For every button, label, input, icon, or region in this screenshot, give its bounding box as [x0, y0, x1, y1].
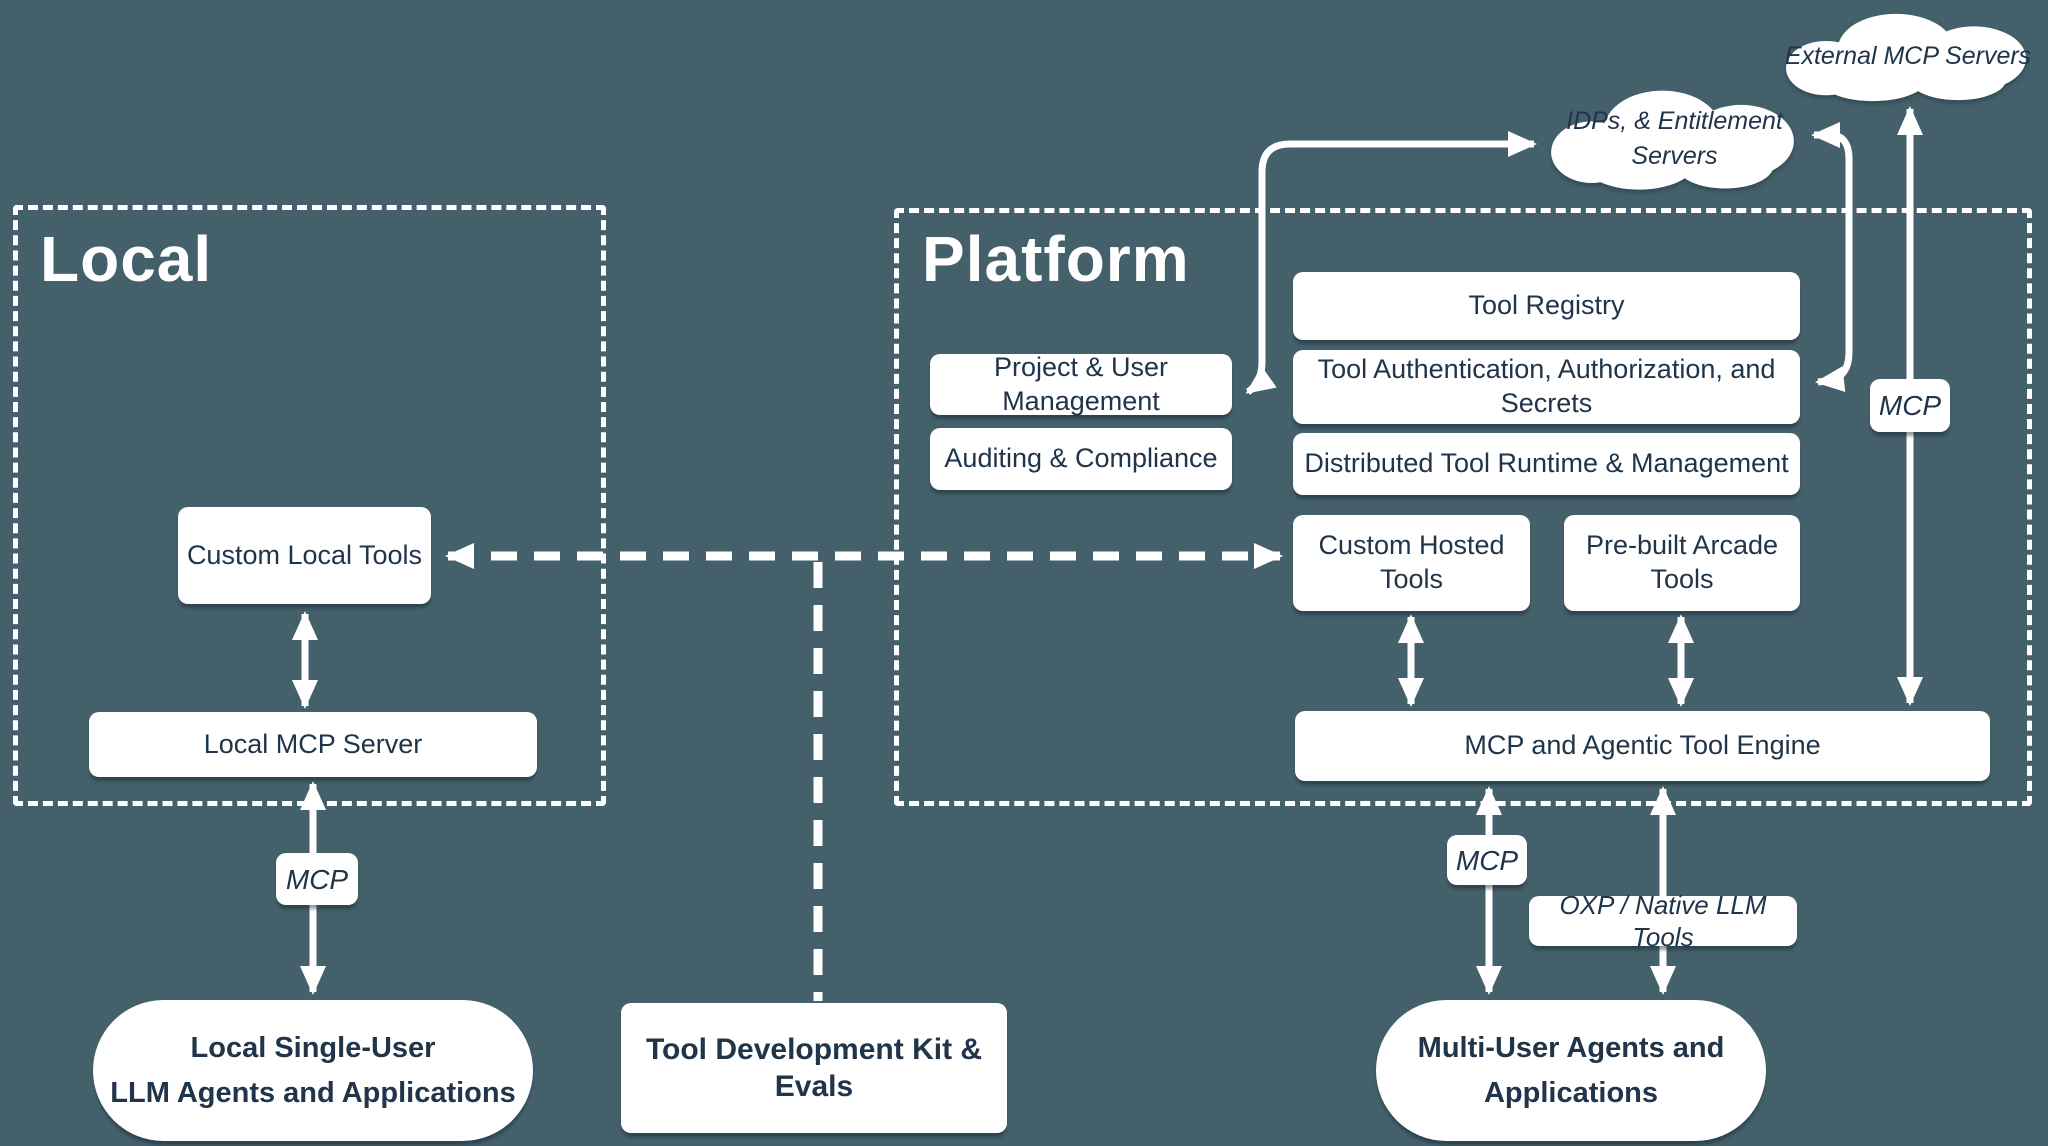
- tool-registry-box: Tool Registry: [1293, 272, 1800, 340]
- distributed-runtime-box: Distributed Tool Runtime & Management: [1293, 433, 1800, 495]
- arrow-tool-auth-to-idps: [1811, 122, 1853, 393]
- project-user-management-box: Project & User Management: [930, 352, 1232, 416]
- custom-local-tools-box: Custom Local Tools: [178, 507, 431, 604]
- idps-label-line2: Servers: [1631, 142, 1718, 170]
- idps-entitlement-cloud: IDPs, & Entitlement Servers: [1543, 84, 1806, 194]
- prebuilt-arcade-tools-box: Pre-built Arcade Tools: [1564, 515, 1800, 611]
- local-agents-line1: Local Single-User: [190, 1031, 436, 1064]
- custom-hosted-tools-box: Custom Hosted Tools: [1293, 515, 1530, 611]
- mcp-protocol-label-external: MCP: [1870, 379, 1950, 432]
- arrow-project-mgmt-to-idps: [1245, 131, 1537, 395]
- idps-label-line1: IDPs, & Entitlement: [1566, 107, 1783, 135]
- external-mcp-servers-label: External MCP Servers: [1784, 42, 2032, 70]
- tool-engine-box: MCP and Agentic Tool Engine: [1295, 711, 1990, 781]
- local-agents-line2: LLM Agents and Applications: [110, 1076, 516, 1109]
- multi-user-agents-node: Multi-User Agents and Applications: [1376, 1000, 1766, 1141]
- local-region-title: Local: [40, 223, 213, 295]
- mcp-protocol-label-platform: MCP: [1447, 835, 1527, 885]
- local-mcp-server-box: Local MCP Server: [89, 712, 537, 777]
- cloud-icon: [1551, 90, 1794, 190]
- local-agents-node: Local Single-User LLM Agents and Applica…: [93, 1000, 533, 1141]
- cloud-icon: [1786, 13, 2026, 102]
- mcp-protocol-label-local: MCP: [276, 853, 358, 905]
- auditing-compliance-box: Auditing & Compliance: [930, 428, 1232, 490]
- oxp-native-llm-tools-label: OXP / Native LLM Tools: [1529, 890, 1797, 952]
- tool-auth-box: Tool Authentication, Authorization, and …: [1293, 350, 1800, 424]
- platform-region-title: Platform: [922, 223, 1190, 295]
- tool-dev-kit-box: Tool Development Kit & Evals: [621, 1003, 1007, 1133]
- multi-user-line1: Multi-User Agents and: [1417, 1031, 1725, 1064]
- multi-user-line2: Applications: [1483, 1076, 1658, 1109]
- external-mcp-servers-cloud: External MCP Servers: [1778, 8, 2038, 105]
- idps-entitlement-label: IDPs, & Entitlement Servers: [1543, 84, 1806, 194]
